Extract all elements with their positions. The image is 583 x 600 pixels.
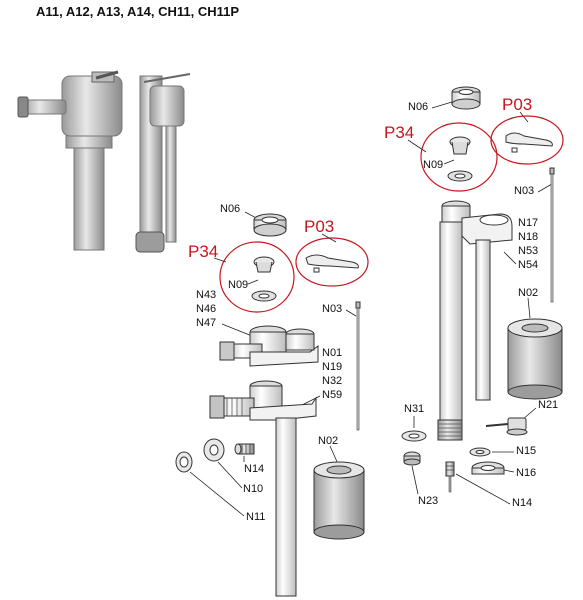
product-photo-valve-front — [135, 73, 191, 253]
right-clip-n21-part — [485, 417, 528, 436]
right-n02-label: N02 — [518, 287, 538, 299]
left-p03-label: P03 — [304, 217, 334, 236]
left-float-lever-part — [305, 254, 359, 269]
left-n19-label: N19 — [322, 361, 342, 373]
right-n14-label: N14 — [512, 497, 532, 509]
right-n06-label: N06 — [408, 101, 428, 113]
left-n47-label: N47 — [196, 317, 216, 329]
left-nut-n14-part — [234, 443, 255, 455]
left-n14-label: N14 — [244, 463, 264, 475]
left-washer-n10-part — [203, 438, 225, 462]
left-n01-label: N01 — [322, 347, 342, 359]
left-washer-n11-part — [175, 451, 193, 473]
left-n46-label: N46 — [196, 303, 216, 315]
right-n09-label: N09 — [423, 159, 443, 171]
right-cap-ring-part — [451, 86, 481, 110]
left-n32-label: N32 — [322, 375, 342, 387]
right-p03-callout-circle — [490, 115, 564, 165]
left-n06-label: N06 — [220, 203, 240, 215]
left-p34-callout-circle — [219, 241, 295, 313]
right-n53-label: N53 — [518, 245, 538, 257]
right-seal-n23-part — [403, 451, 421, 466]
left-n02-label: N02 — [318, 435, 338, 447]
right-n16-label: N16 — [516, 467, 536, 479]
right-pin-n14-part — [445, 461, 455, 493]
right-nut-n16-part — [471, 461, 505, 475]
left-n11-label: N11 — [246, 511, 265, 523]
product-photo-valve-side — [17, 70, 123, 251]
right-valve-head — [441, 200, 513, 245]
right-n23-label: N23 — [418, 495, 438, 507]
left-n43-label: N43 — [196, 289, 216, 301]
left-diaphragm-part — [251, 256, 277, 302]
left-float-cup-part — [313, 461, 365, 540]
right-float-cup-part — [507, 318, 563, 400]
left-p03-callout-circle — [295, 237, 369, 287]
left-n59-label: N59 — [322, 389, 342, 401]
right-n18-label: N18 — [518, 231, 538, 243]
right-n15-label: N15 — [516, 445, 536, 457]
left-float-rod-part — [356, 307, 360, 431]
right-diaphragm-part — [447, 136, 473, 182]
left-cap-ring-part — [253, 213, 287, 237]
right-washer-n31-part — [401, 430, 427, 442]
right-valve-tube-part — [439, 221, 463, 423]
left-n09-label: N09 — [228, 279, 248, 291]
right-p34-callout-circle — [420, 122, 498, 192]
right-n03-label: N03 — [514, 185, 534, 197]
left-n10-label: N10 — [243, 483, 263, 495]
right-washer-n15-part — [469, 447, 491, 457]
right-n54-label: N54 — [518, 259, 538, 271]
right-valve-stem-part — [475, 239, 491, 401]
page-title: A11, A12, A13, A14, CH11, CH11P — [36, 4, 240, 19]
left-valve-head-upper — [219, 325, 319, 367]
right-n31-label: N31 — [404, 403, 424, 415]
right-float-rod-part — [550, 173, 554, 303]
left-valve-tube-part — [275, 417, 297, 597]
right-n21-label: N21 — [538, 399, 558, 411]
left-p34-label: P34 — [188, 242, 218, 261]
left-valve-body-lower — [209, 380, 317, 421]
left-n03-label: N03 — [322, 303, 342, 315]
right-p03-label: P03 — [502, 95, 532, 114]
right-float-lever-part — [505, 132, 553, 147]
right-n17-label: N17 — [518, 217, 538, 229]
right-p34-label: P34 — [384, 123, 414, 142]
